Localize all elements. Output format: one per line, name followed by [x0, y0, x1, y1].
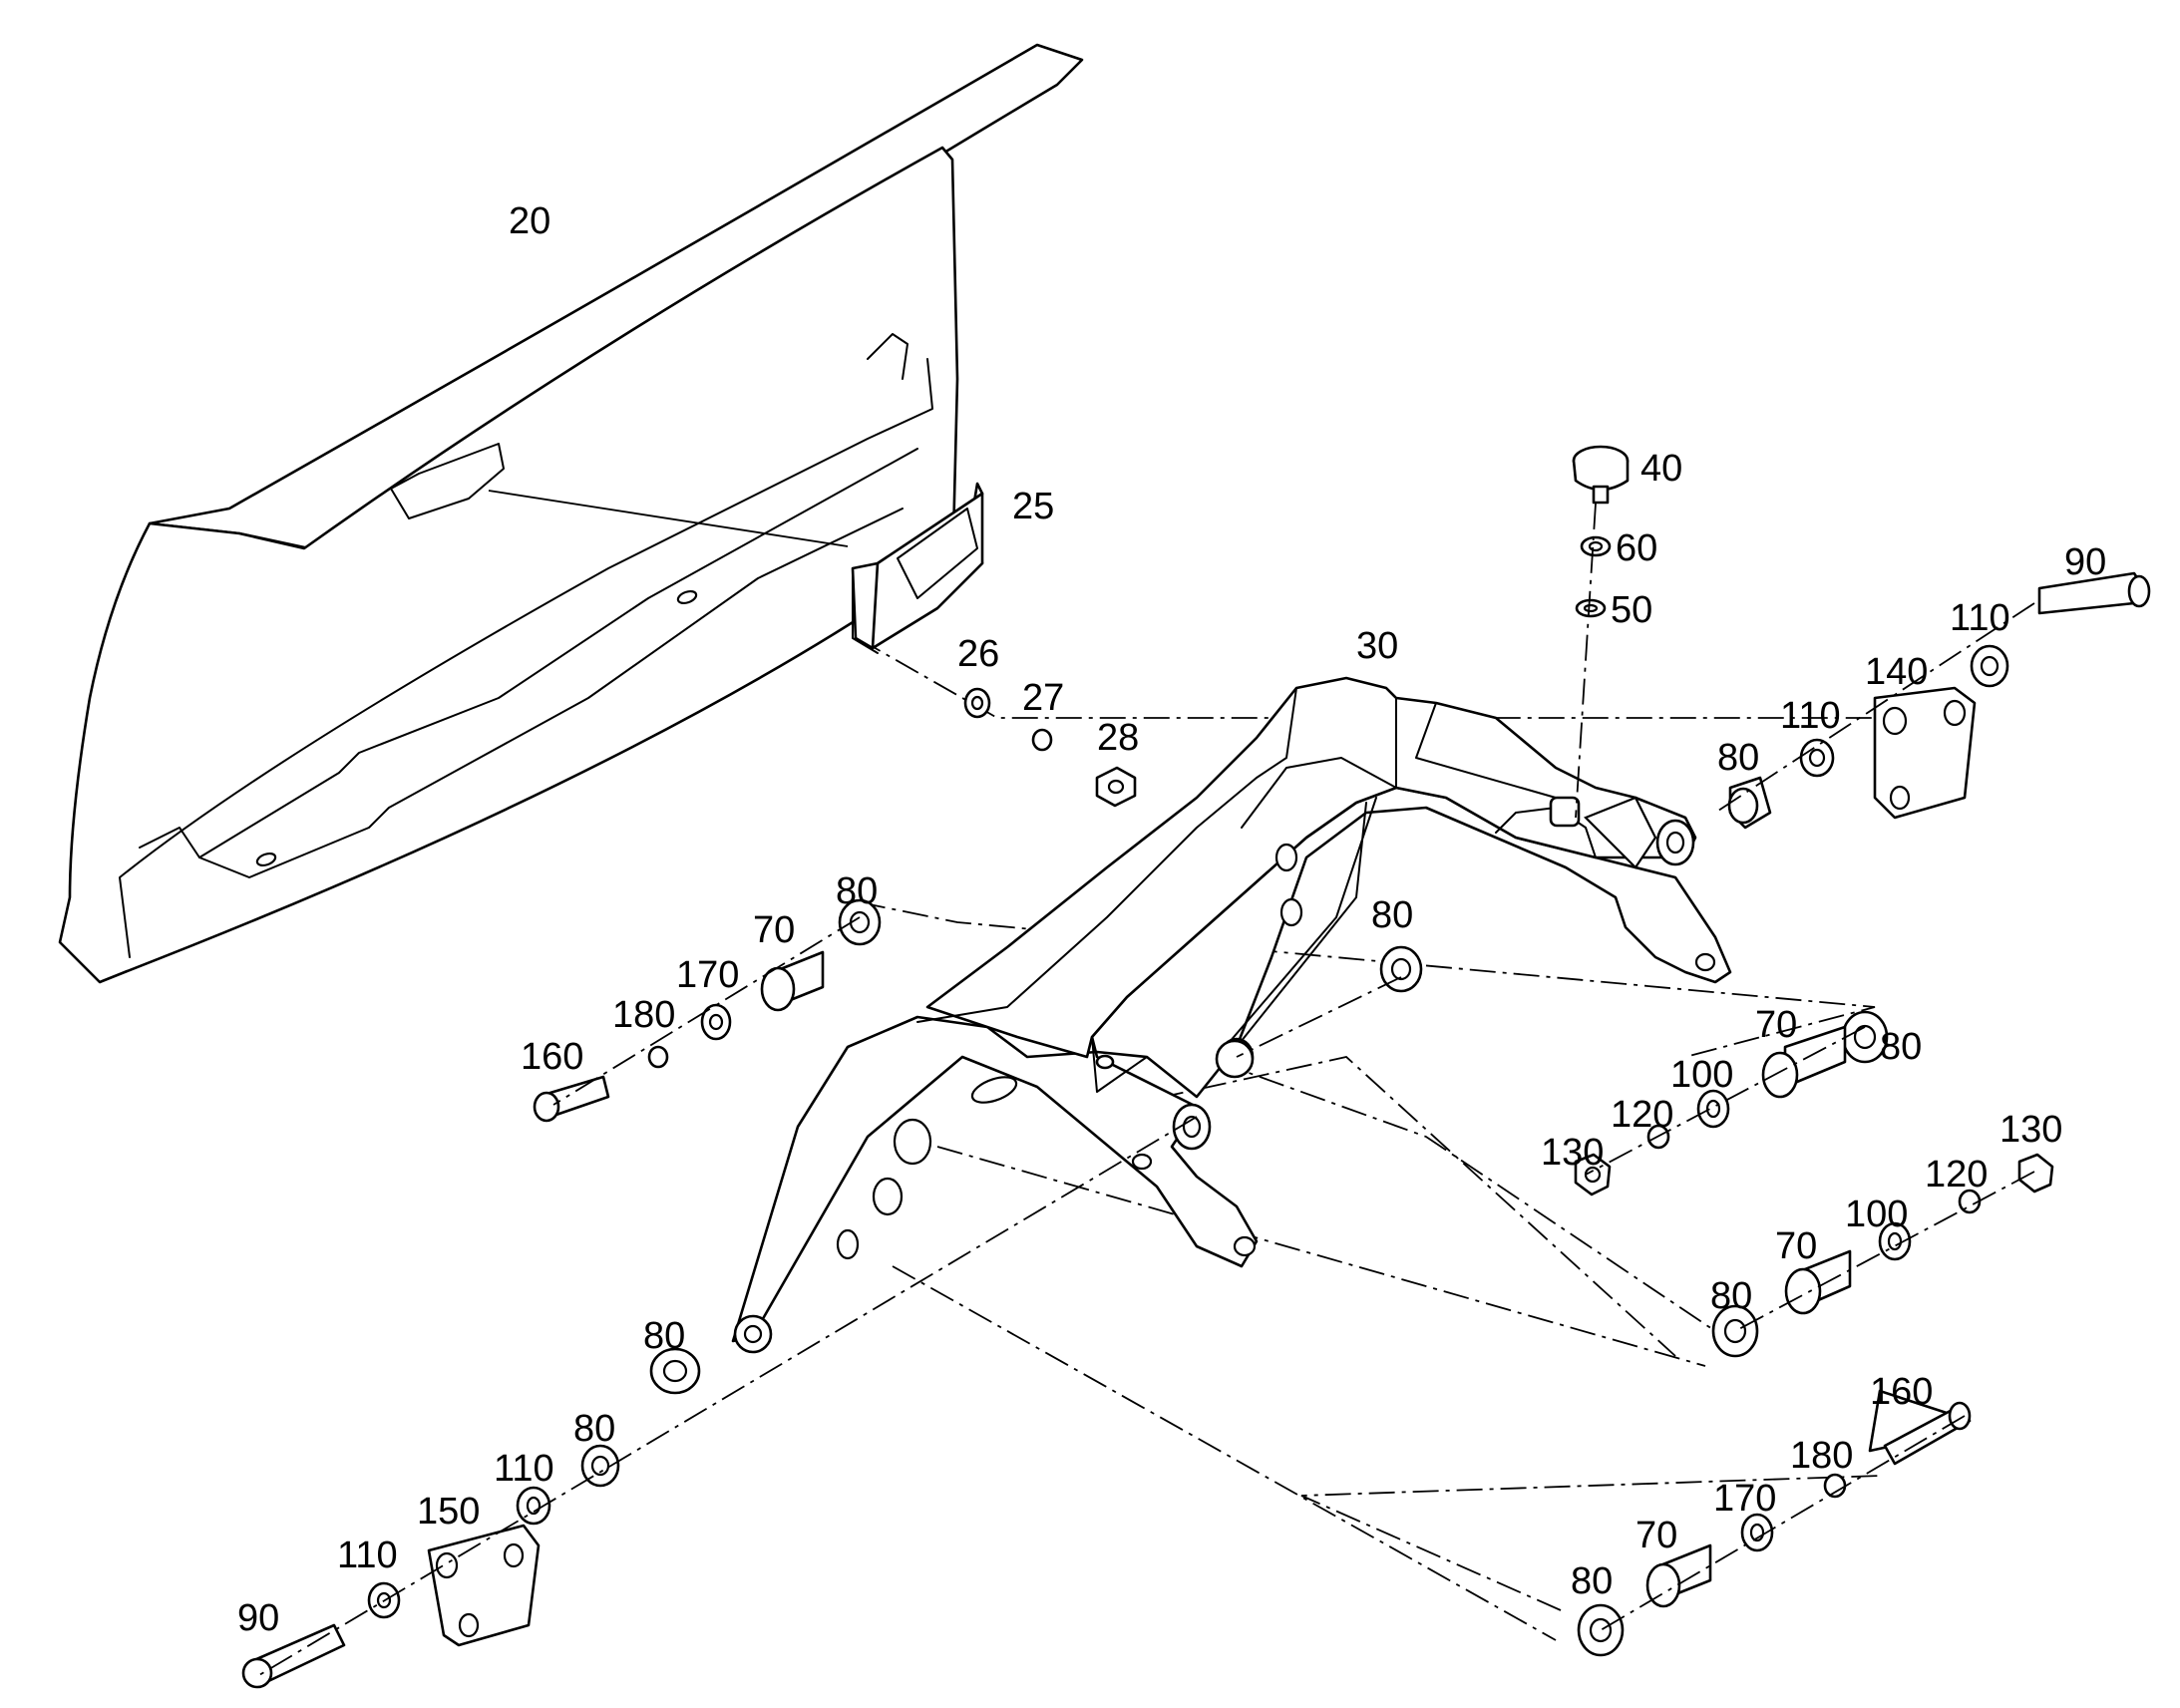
callout-110-left-lower: 110	[337, 1535, 398, 1576]
callout-80-bottom: 80	[1571, 1560, 1613, 1602]
callout-28: 28	[1097, 717, 1139, 759]
callout-70-right-low: 70	[1775, 1225, 1817, 1267]
part-25-bracket	[488, 482, 984, 654]
callout-80-left-mid: 80	[643, 1315, 685, 1357]
callout-70-right-mid: 70	[1755, 1004, 1797, 1046]
callout-110-upper: 110	[1950, 597, 2010, 639]
hardware-26-27-28	[963, 687, 1137, 808]
callout-70-bottom: 70	[1635, 1515, 1677, 1556]
callout-70-left: 70	[753, 909, 795, 951]
callout-120-right-mid: 120	[1611, 1094, 1673, 1136]
callout-150: 150	[417, 1491, 480, 1533]
callout-130-right-low: 130	[1999, 1109, 2062, 1151]
callout-160-bottom: 160	[1870, 1371, 1933, 1413]
callout-80-left-low: 80	[573, 1408, 615, 1450]
callout-110-left-upper: 110	[494, 1448, 554, 1490]
callout-labels: 20 25 26 27 28 30 40 60 50 90 110 140 11…	[237, 200, 2106, 1639]
left-hardware	[241, 898, 1972, 1689]
callout-90-bottom: 90	[237, 1597, 279, 1639]
callout-180-left: 180	[612, 994, 675, 1036]
callout-130-right-mid: 130	[1541, 1132, 1604, 1174]
part-40-knob	[1572, 445, 1630, 819]
callout-90-top: 90	[2064, 541, 2106, 583]
callout-140: 140	[1865, 651, 1928, 693]
callout-80-center: 80	[1371, 894, 1413, 936]
callout-20: 20	[509, 200, 550, 242]
callout-27: 27	[1022, 677, 1064, 719]
callout-26: 26	[957, 633, 999, 675]
callout-30: 30	[1356, 625, 1398, 667]
callout-80-right-low: 80	[1710, 1275, 1752, 1317]
part-30-frame	[731, 676, 1732, 1354]
callout-100-right-low: 100	[1845, 1194, 1908, 1235]
callout-120-right-low: 120	[1925, 1154, 1988, 1196]
callout-40: 40	[1640, 448, 1682, 490]
callout-80-right-mid: 80	[1880, 1026, 1922, 1068]
part-20-cover	[58, 43, 1084, 984]
callout-60: 60	[1616, 527, 1657, 569]
callout-170-left: 170	[676, 954, 739, 996]
callout-160-left: 160	[521, 1036, 583, 1078]
callout-50: 50	[1611, 589, 1652, 631]
callout-170-bottom: 170	[1713, 1478, 1776, 1520]
right-middle-hardware	[1574, 1010, 2054, 1358]
callout-25: 25	[1012, 486, 1054, 527]
upper-right-hardware	[1714, 571, 2151, 830]
callout-80-upper-right: 80	[1717, 737, 1759, 779]
callout-110-mid: 110	[1780, 695, 1841, 737]
callout-180-bottom: 180	[1790, 1435, 1853, 1477]
callout-100-right-mid: 100	[1670, 1054, 1733, 1096]
callout-80-left-top: 80	[836, 870, 878, 912]
